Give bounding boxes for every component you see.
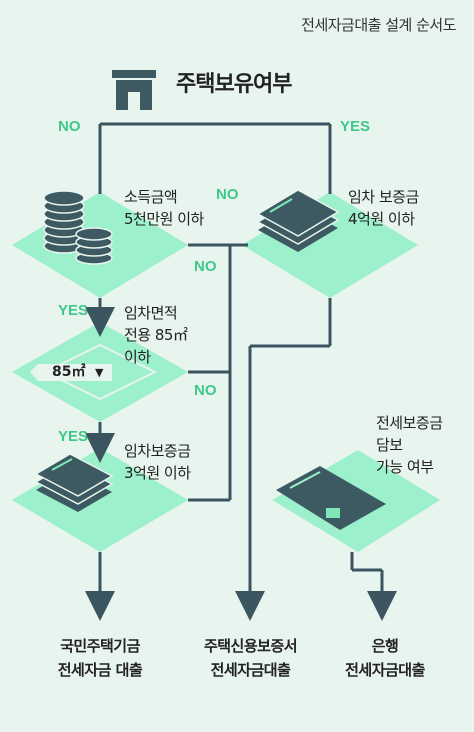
triangle-down-icon: ▼ bbox=[95, 366, 104, 379]
house-icon bbox=[112, 70, 156, 110]
chart-title: 전세자금대출 설계 순서도 bbox=[301, 16, 456, 34]
income-question: 소득금액 5천만원 이하 bbox=[124, 186, 204, 230]
area-line-1: 임차면적 bbox=[124, 304, 178, 322]
deposit-no-line-2: 3억원 이하 bbox=[124, 464, 191, 482]
coins-icon bbox=[43, 190, 113, 265]
outcome-line: 국민주택기금 bbox=[60, 637, 140, 655]
area-question: 임차면적 전용 85㎡ 이하 bbox=[124, 302, 188, 368]
outcome-credit-guarantee: 주택신용보증서 전세자금대출 bbox=[178, 634, 323, 682]
deposit-no-question: 임차보증금 3억원 이하 bbox=[124, 440, 191, 484]
outcome-national-housing-fund: 국민주택기금 전세자금 대출 bbox=[30, 634, 170, 682]
area-line-3: 이하 bbox=[124, 348, 151, 366]
deposit-no-line-1: 임차보증금 bbox=[124, 442, 191, 460]
guarantee-question: 전세보증금 담보 가능 여부 bbox=[376, 412, 443, 478]
income-line-2: 5천만원 이하 bbox=[124, 210, 204, 228]
branch-yes-label: YES bbox=[58, 302, 89, 319]
outcome-line: 주택신용보증서 bbox=[203, 637, 298, 655]
branch-no-label: NO bbox=[58, 118, 81, 135]
outcome-line: 전세자금대출 bbox=[210, 661, 291, 679]
root-node-label: 주택보유여부 bbox=[176, 72, 292, 97]
outcome-line: 전세자금 대출 bbox=[57, 661, 143, 679]
branch-no-label: NO bbox=[194, 258, 217, 275]
area-line-2: 전용 85㎡ bbox=[124, 326, 188, 344]
branch-yes-label: YES bbox=[58, 428, 89, 445]
documents-icon-lower bbox=[34, 453, 114, 512]
deposit-yes-line-1: 임차 보증금 bbox=[348, 188, 419, 206]
area-badge-text: 85㎡ bbox=[52, 364, 86, 380]
income-line-1: 소득금액 bbox=[124, 188, 178, 206]
documents-icon-upper bbox=[256, 189, 340, 252]
outcome-line: 전세자금대출 bbox=[345, 661, 425, 679]
guarantee-line-2: 담보 bbox=[376, 436, 403, 454]
branch-yes-label: YES bbox=[340, 118, 371, 135]
branch-no-label: NO bbox=[216, 186, 239, 203]
guarantee-line-3: 가능 여부 bbox=[376, 458, 434, 476]
deposit-yes-line-2: 4억원 이하 bbox=[348, 210, 415, 228]
guarantee-line-1: 전세보증금 bbox=[376, 414, 443, 432]
deposit-yes-question: 임차 보증금 4억원 이하 bbox=[348, 186, 419, 230]
area-badge bbox=[30, 343, 158, 401]
contract-icon bbox=[276, 466, 386, 530]
outcome-bank: 은행 전세자금대출 bbox=[330, 634, 440, 682]
outcome-line: 은행 bbox=[371, 637, 399, 655]
branch-no-label: NO bbox=[194, 382, 217, 399]
